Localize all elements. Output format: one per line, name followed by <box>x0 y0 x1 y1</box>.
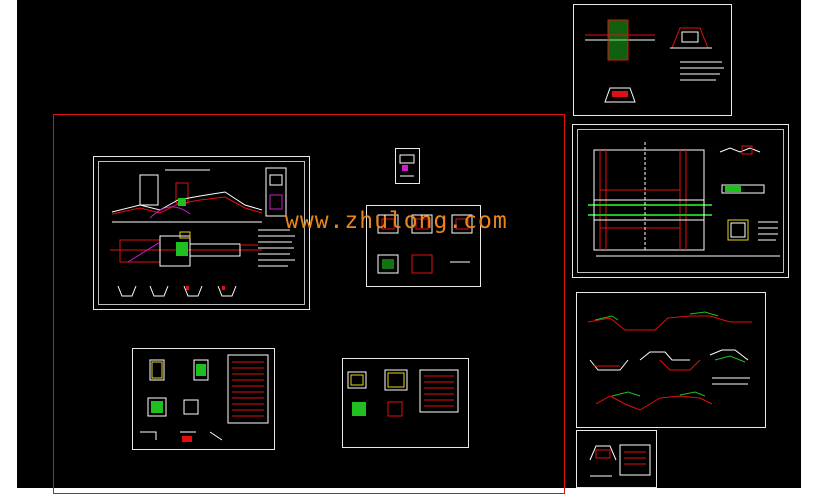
watermark-text: www.zhulong.com <box>285 208 508 234</box>
rebar-bent-bars-left <box>140 431 223 442</box>
cross-section-notes <box>712 377 750 385</box>
sheet-inner-border <box>98 161 305 305</box>
plan-section-sheet[interactable] <box>572 124 789 278</box>
cross-section-content <box>587 311 752 411</box>
plan-section-content <box>588 142 780 257</box>
rebar-table-left <box>232 361 264 417</box>
profile-drawing <box>111 169 263 223</box>
small-title-sheet[interactable] <box>395 148 420 184</box>
cross-section-sheet[interactable] <box>576 292 766 428</box>
small-detail-content <box>589 444 651 477</box>
rebar-right-content <box>347 369 459 417</box>
rebar-table-right <box>424 375 454 407</box>
section-details-row <box>117 285 237 297</box>
gate-detail-content <box>585 19 724 103</box>
elevation-detail <box>265 167 287 217</box>
rebar-sheet-right[interactable] <box>342 358 469 448</box>
plan-drawing <box>110 231 262 267</box>
rebar-left-content <box>147 354 269 424</box>
plan-section-notes <box>758 221 778 241</box>
notes-text-block <box>258 229 295 267</box>
gate-detail-sheet[interactable] <box>573 4 732 116</box>
rebar-sheet-left[interactable] <box>132 348 275 450</box>
detail-sheet-center[interactable] <box>366 205 481 287</box>
sheet-inner-border <box>577 129 784 273</box>
detail-center-content <box>377 214 473 274</box>
gate-notes <box>680 61 724 81</box>
title-sheet-content <box>399 154 415 177</box>
plan-profile-sheet[interactable] <box>93 156 310 310</box>
